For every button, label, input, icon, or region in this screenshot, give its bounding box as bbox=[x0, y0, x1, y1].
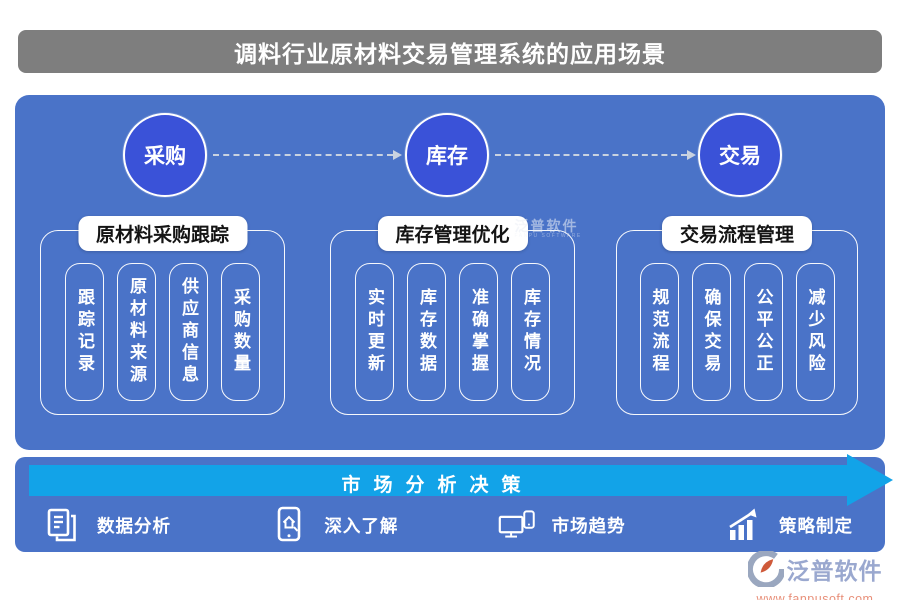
feature-card: 跟踪记录 bbox=[65, 262, 104, 401]
tablet-home-icon bbox=[270, 506, 308, 544]
feature-card: 确保交易 bbox=[691, 262, 731, 401]
market-item-strategy: 策略制定 bbox=[725, 506, 853, 544]
market-item-label: 策略制定 bbox=[778, 515, 853, 536]
market-panel: 市场分析决策 数据分析 bbox=[15, 454, 893, 552]
flow-panel: 采购 库存 交易 原材料采购跟踪 跟踪记录 原材料来源 供应商信息 采购数量 库… bbox=[15, 95, 885, 450]
flow-arrow-icon bbox=[495, 150, 696, 160]
section-header: 库存管理优化 bbox=[377, 216, 528, 251]
market-arrow-head-icon bbox=[847, 454, 893, 506]
feature-card: 库存情况 bbox=[511, 262, 550, 401]
card-group: 跟踪记录 原材料来源 供应商信息 采购数量 bbox=[41, 262, 284, 401]
feature-card-label: 确保交易 bbox=[701, 287, 721, 376]
feature-card: 原材料来源 bbox=[117, 262, 156, 401]
flow-node-procurement: 采购 bbox=[123, 113, 207, 197]
feature-card: 公平公正 bbox=[743, 262, 783, 401]
feature-card: 准确掌握 bbox=[459, 262, 498, 401]
feature-card: 减少风险 bbox=[795, 262, 835, 401]
feature-card: 实时更新 bbox=[355, 262, 394, 401]
feature-card: 规范流程 bbox=[639, 262, 679, 401]
market-arrow bbox=[29, 465, 847, 496]
flow-node-label: 库存 bbox=[426, 145, 468, 168]
section-inventory-optimization: 库存管理优化 泛普软件 FANPU SOFTWARE 实时更新 库存数据 准确掌… bbox=[330, 216, 580, 415]
flow-node-label: 采购 bbox=[144, 145, 186, 168]
feature-card: 库存数据 bbox=[407, 262, 446, 401]
brand-url: www.fanpusoft.com bbox=[756, 592, 874, 600]
market-item-deep-understanding: 深入了解 bbox=[270, 506, 398, 544]
feature-card-label: 规范流程 bbox=[649, 287, 669, 376]
market-item-label: 数据分析 bbox=[97, 515, 171, 536]
market-item-data-analysis: 数据分析 bbox=[43, 506, 171, 544]
brand-logo: 泛普软件 www.fanpusoft.com bbox=[740, 549, 890, 600]
flow-node-label: 交易 bbox=[719, 145, 761, 168]
brand-name: 泛普软件 bbox=[786, 557, 883, 584]
feature-card-label: 供应商信息 bbox=[179, 276, 198, 387]
section-header: 原材料采购跟踪 bbox=[77, 216, 248, 251]
feature-card-label: 减少风险 bbox=[805, 287, 825, 376]
growth-chart-icon bbox=[725, 506, 763, 544]
feature-card: 采购数量 bbox=[221, 262, 260, 401]
page-title: 调料行业原材料交易管理系统的应用场景 bbox=[18, 30, 882, 73]
flow-node-trade: 交易 bbox=[698, 113, 782, 197]
feature-card-label: 库存数据 bbox=[417, 287, 436, 376]
flow-node-inventory: 库存 bbox=[405, 113, 489, 197]
section-header: 交易流程管理 bbox=[661, 216, 813, 251]
market-items: 数据分析 深入了解 bbox=[43, 503, 853, 547]
market-item-market-trend: 市场趋势 bbox=[498, 506, 626, 544]
section-procurement-tracking: 原材料采购跟踪 跟踪记录 原材料来源 供应商信息 采购数量 bbox=[40, 216, 285, 415]
devices-icon bbox=[498, 506, 536, 544]
market-item-label: 市场趋势 bbox=[551, 515, 626, 536]
market-arrow-label: 市场分析决策 bbox=[341, 475, 534, 496]
feature-card-label: 公平公正 bbox=[753, 287, 773, 376]
feature-card-label: 准确掌握 bbox=[469, 287, 488, 376]
feature-card-label: 采购数量 bbox=[231, 287, 250, 376]
brand-logo-icon bbox=[746, 549, 785, 591]
section-trade-process: 交易流程管理 规范流程 确保交易 公平公正 减少风险 bbox=[616, 216, 858, 415]
documents-icon bbox=[43, 506, 81, 544]
feature-card: 供应商信息 bbox=[169, 262, 208, 401]
market-item-label: 深入了解 bbox=[324, 515, 399, 536]
flow-arrow-icon bbox=[213, 150, 402, 160]
card-group: 实时更新 库存数据 准确掌握 库存情况 bbox=[331, 262, 574, 401]
feature-card-label: 库存情况 bbox=[521, 287, 540, 376]
card-group: 规范流程 确保交易 公平公正 减少风险 bbox=[617, 262, 857, 401]
feature-card-label: 跟踪记录 bbox=[75, 287, 94, 376]
feature-card-label: 实时更新 bbox=[365, 287, 384, 376]
feature-card-label: 原材料来源 bbox=[127, 276, 146, 387]
